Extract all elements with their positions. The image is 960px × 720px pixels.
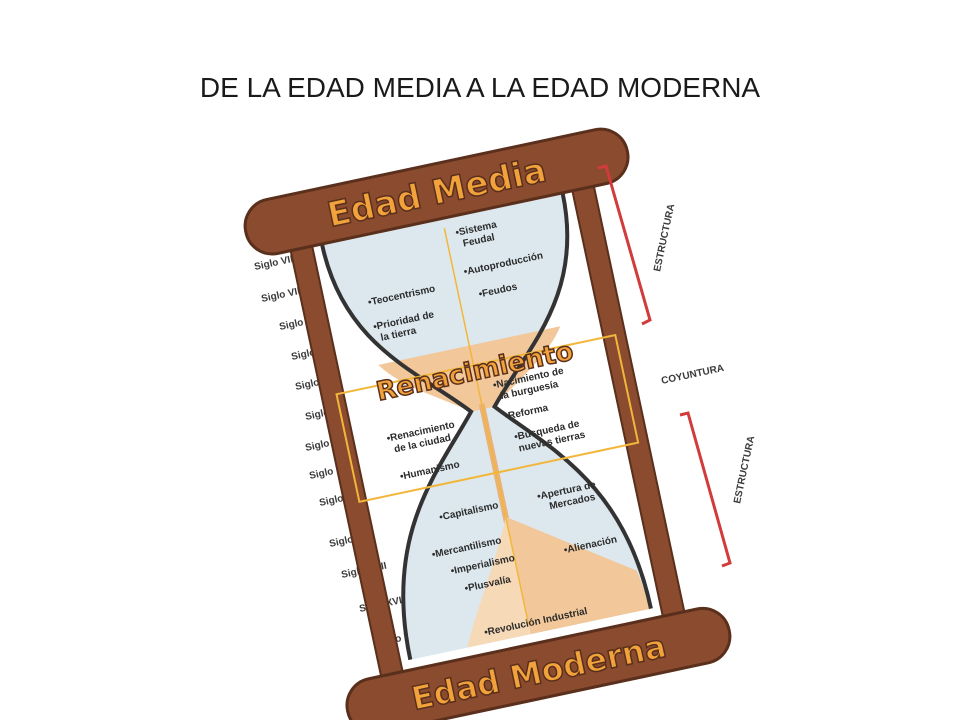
slide-title: DE LA EDAD MEDIA A LA EDAD MODERNA xyxy=(199,72,761,103)
century-label: Siglo VIII xyxy=(260,285,304,305)
estructura-top-label: ESTRUCTURA xyxy=(652,203,677,273)
bottom-banner xyxy=(345,606,732,720)
top-banner xyxy=(243,127,630,256)
hourglass: Edad Media Edad Moderna Renacimiento •Te… xyxy=(243,127,732,720)
estructura-bottom-bracket xyxy=(679,411,732,568)
hourglass-sand-top xyxy=(378,326,561,412)
hourglass-sand-bottom-left xyxy=(467,516,531,648)
coyuntura-label: COYUNTURA xyxy=(660,363,725,387)
hourglass-outline xyxy=(320,243,474,661)
hourglass-sand-bottom xyxy=(505,516,651,635)
estructura-top-bracket xyxy=(597,164,652,326)
coyuntura-box xyxy=(335,333,640,504)
century-label: Siglo VII xyxy=(253,254,294,273)
list-item: •Reforma xyxy=(504,403,550,423)
estructura-bottom-label: ESTRUCTURA xyxy=(732,435,757,505)
